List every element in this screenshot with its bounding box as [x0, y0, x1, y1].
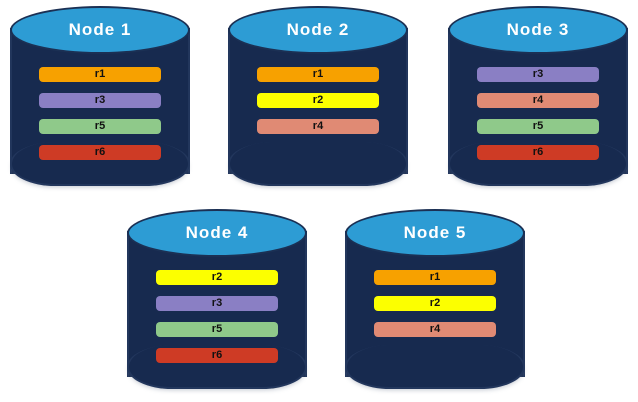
- replica-bar[interactable]: r1: [374, 270, 496, 285]
- replica-bar[interactable]: r5: [477, 119, 599, 134]
- node-cylinder-2[interactable]: r1 r2 r4 Node 2: [228, 6, 408, 196]
- node-title: Node 5: [403, 223, 467, 242]
- replica-list: r1 r2 r4: [374, 270, 496, 337]
- replica-bar[interactable]: r2: [156, 270, 278, 285]
- replica-label: r4: [532, 94, 544, 106]
- node-cylinder-4[interactable]: r2 r3 r5 r6 Node 4: [127, 209, 307, 399]
- replica-bar[interactable]: r2: [257, 93, 379, 108]
- replica-label: r2: [312, 94, 324, 106]
- node-top-ellipse: Node 2: [228, 6, 408, 54]
- replica-bar[interactable]: r4: [374, 322, 496, 337]
- replica-bar[interactable]: r4: [257, 119, 379, 134]
- replica-bar[interactable]: r2: [374, 296, 496, 311]
- replica-label: r4: [312, 120, 324, 132]
- replica-label: r5: [532, 120, 544, 132]
- replica-bar[interactable]: r4: [477, 93, 599, 108]
- node-bottom-ellipse: [228, 142, 408, 186]
- replica-list: r1 r3 r5 r6: [39, 67, 161, 160]
- replica-bar[interactable]: r6: [156, 348, 278, 363]
- replica-bar[interactable]: r5: [39, 119, 161, 134]
- node-top-ellipse: Node 5: [345, 209, 525, 257]
- node-cylinder-3[interactable]: r3 r4 r5 r6 Node 3: [448, 6, 628, 196]
- node-cylinder-1[interactable]: r1 r3 r5 r6 Node 1: [10, 6, 190, 196]
- replica-label: r1: [94, 68, 106, 80]
- node-top-ellipse: Node 4: [127, 209, 307, 257]
- node-bottom-ellipse: [345, 345, 525, 389]
- replica-bar[interactable]: r1: [39, 67, 161, 82]
- replica-bar[interactable]: r3: [477, 67, 599, 82]
- replica-bar[interactable]: r5: [156, 322, 278, 337]
- replica-label: r5: [211, 323, 223, 335]
- replica-label: r3: [211, 297, 223, 309]
- replica-bar[interactable]: r6: [477, 145, 599, 160]
- replica-list: r1 r2 r4: [257, 67, 379, 134]
- replica-bar[interactable]: r1: [257, 67, 379, 82]
- node-top-ellipse: Node 3: [448, 6, 628, 54]
- replica-bar[interactable]: r3: [156, 296, 278, 311]
- node-top-ellipse: Node 1: [10, 6, 190, 54]
- node-title: Node 2: [286, 20, 350, 39]
- replica-list: r2 r3 r5 r6: [156, 270, 278, 363]
- node-cylinder-5[interactable]: r1 r2 r4 Node 5: [345, 209, 525, 399]
- replica-label: r5: [94, 120, 106, 132]
- node-title: Node 1: [68, 20, 132, 39]
- replica-label: r2: [429, 297, 441, 309]
- replica-label: r3: [532, 68, 544, 80]
- replica-list: r3 r4 r5 r6: [477, 67, 599, 160]
- node-title: Node 3: [506, 20, 570, 39]
- replica-label: r1: [312, 68, 324, 80]
- node-title: Node 4: [185, 223, 249, 242]
- replica-label: r6: [532, 146, 544, 158]
- replica-label: r6: [94, 146, 106, 158]
- replica-label: r1: [429, 271, 441, 283]
- replica-label: r2: [211, 271, 223, 283]
- replica-bar[interactable]: r6: [39, 145, 161, 160]
- replica-bar[interactable]: r3: [39, 93, 161, 108]
- replica-label: r3: [94, 94, 106, 106]
- replica-label: r6: [211, 349, 223, 361]
- replica-label: r4: [429, 323, 441, 335]
